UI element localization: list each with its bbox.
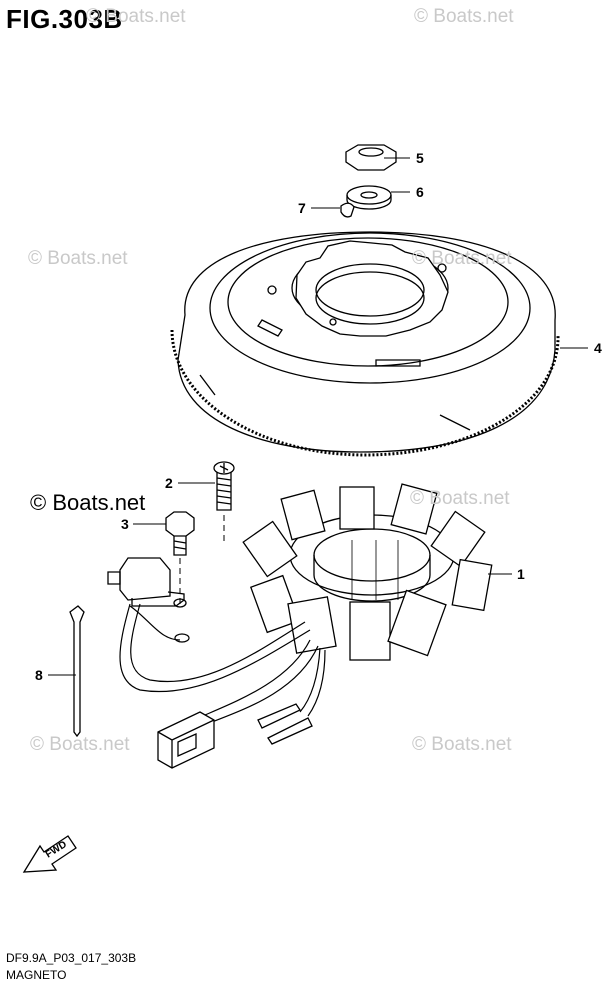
callout-2[interactable]: 2 <box>165 475 173 491</box>
callout-5[interactable]: 5 <box>416 150 424 166</box>
callout-6[interactable]: 6 <box>416 184 424 200</box>
diagram-name: MAGNETO <box>6 968 67 982</box>
connector-plug <box>157 711 215 769</box>
callout-8[interactable]: 8 <box>35 667 43 683</box>
flywheel-part-4[interactable] <box>170 231 560 457</box>
cable-tie-part-8[interactable] <box>69 605 85 738</box>
watermark: © Boats.net <box>30 490 146 515</box>
watermark: © Boats.net <box>30 734 130 755</box>
figure-title: FIG.303B <box>6 4 123 34</box>
bullet-terminals <box>257 703 313 745</box>
watermark: © Boats.net <box>412 734 512 755</box>
key-part-7[interactable] <box>340 202 355 218</box>
diagram-code: DF9.9A_P03_017_303B <box>6 951 137 965</box>
wire-harness <box>119 603 326 723</box>
watermark: © Boats.net <box>28 248 128 269</box>
leader-lines <box>48 157 588 676</box>
callout-4[interactable]: 4 <box>594 340 602 356</box>
watermark: © Boats.net <box>410 488 510 509</box>
screw-part-2[interactable] <box>213 461 235 511</box>
callout-7[interactable]: 7 <box>298 200 306 216</box>
watermark: © Boats.net <box>414 6 514 27</box>
watermark: © Boats.net <box>86 6 186 27</box>
bolt-part-3[interactable] <box>165 511 195 556</box>
stator-part-1[interactable] <box>242 483 493 661</box>
callout-3[interactable]: 3 <box>121 516 129 532</box>
nut-part-5[interactable] <box>345 144 397 171</box>
washer-part-6[interactable] <box>346 185 392 210</box>
watermark: © Boats.net <box>412 248 512 269</box>
fwd-arrow <box>22 835 77 873</box>
callout-1[interactable]: 1 <box>517 566 525 582</box>
pulser-coil <box>107 557 187 608</box>
